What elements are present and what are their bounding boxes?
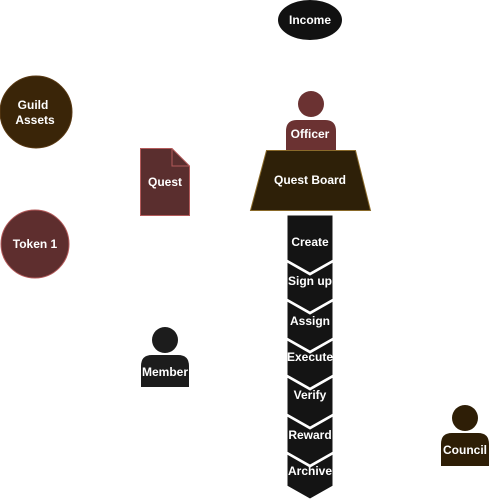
process-step-shape	[286, 261, 334, 313]
council-label: Council	[443, 443, 487, 457]
guild-assets-node: Guild Assets	[0, 75, 73, 149]
process-chevron-chain: Create Sign up Assign Execute Verify Rew…	[286, 214, 334, 500]
process-step-assign: Assign	[290, 314, 330, 328]
income-node: Income	[278, 0, 342, 40]
process-step-verify: Verify	[294, 388, 327, 402]
officer-label: Officer	[291, 127, 330, 141]
member-actor-node: Member	[141, 327, 189, 387]
member-label: Member	[142, 365, 188, 379]
process-step-shape	[286, 453, 334, 500]
process-step-shape	[286, 415, 334, 466]
process-step-shape	[286, 300, 334, 352]
officer-person-icon	[286, 91, 336, 150]
income-label: Income	[289, 13, 331, 27]
process-step-create: Create	[291, 235, 329, 249]
guild-assets-label-line-2: Assets	[15, 113, 55, 127]
process-step-shape	[286, 376, 334, 428]
council-actor-node: Council	[441, 405, 489, 466]
token-1-label: Token 1	[13, 237, 58, 251]
quest-board-label: Quest Board	[274, 173, 346, 187]
quest-label: Quest	[148, 175, 182, 189]
process-step-shape	[286, 339, 334, 389]
process-step-execute: Execute	[287, 350, 333, 364]
process-step-archive: Archive	[288, 464, 332, 478]
token-1-node: Token 1	[0, 209, 70, 279]
quest-document-node: Quest	[140, 148, 190, 216]
process-step-sign-up: Sign up	[288, 274, 332, 288]
officer-actor-node: Officer	[286, 91, 336, 150]
process-step-reward: Reward	[288, 428, 331, 442]
process-step-shape	[286, 214, 334, 274]
guild-assets-label-line-1: Guild	[18, 98, 49, 112]
member-person-icon	[141, 327, 189, 387]
council-person-icon	[441, 405, 489, 466]
quest-board-node: Quest Board	[249, 150, 372, 211]
